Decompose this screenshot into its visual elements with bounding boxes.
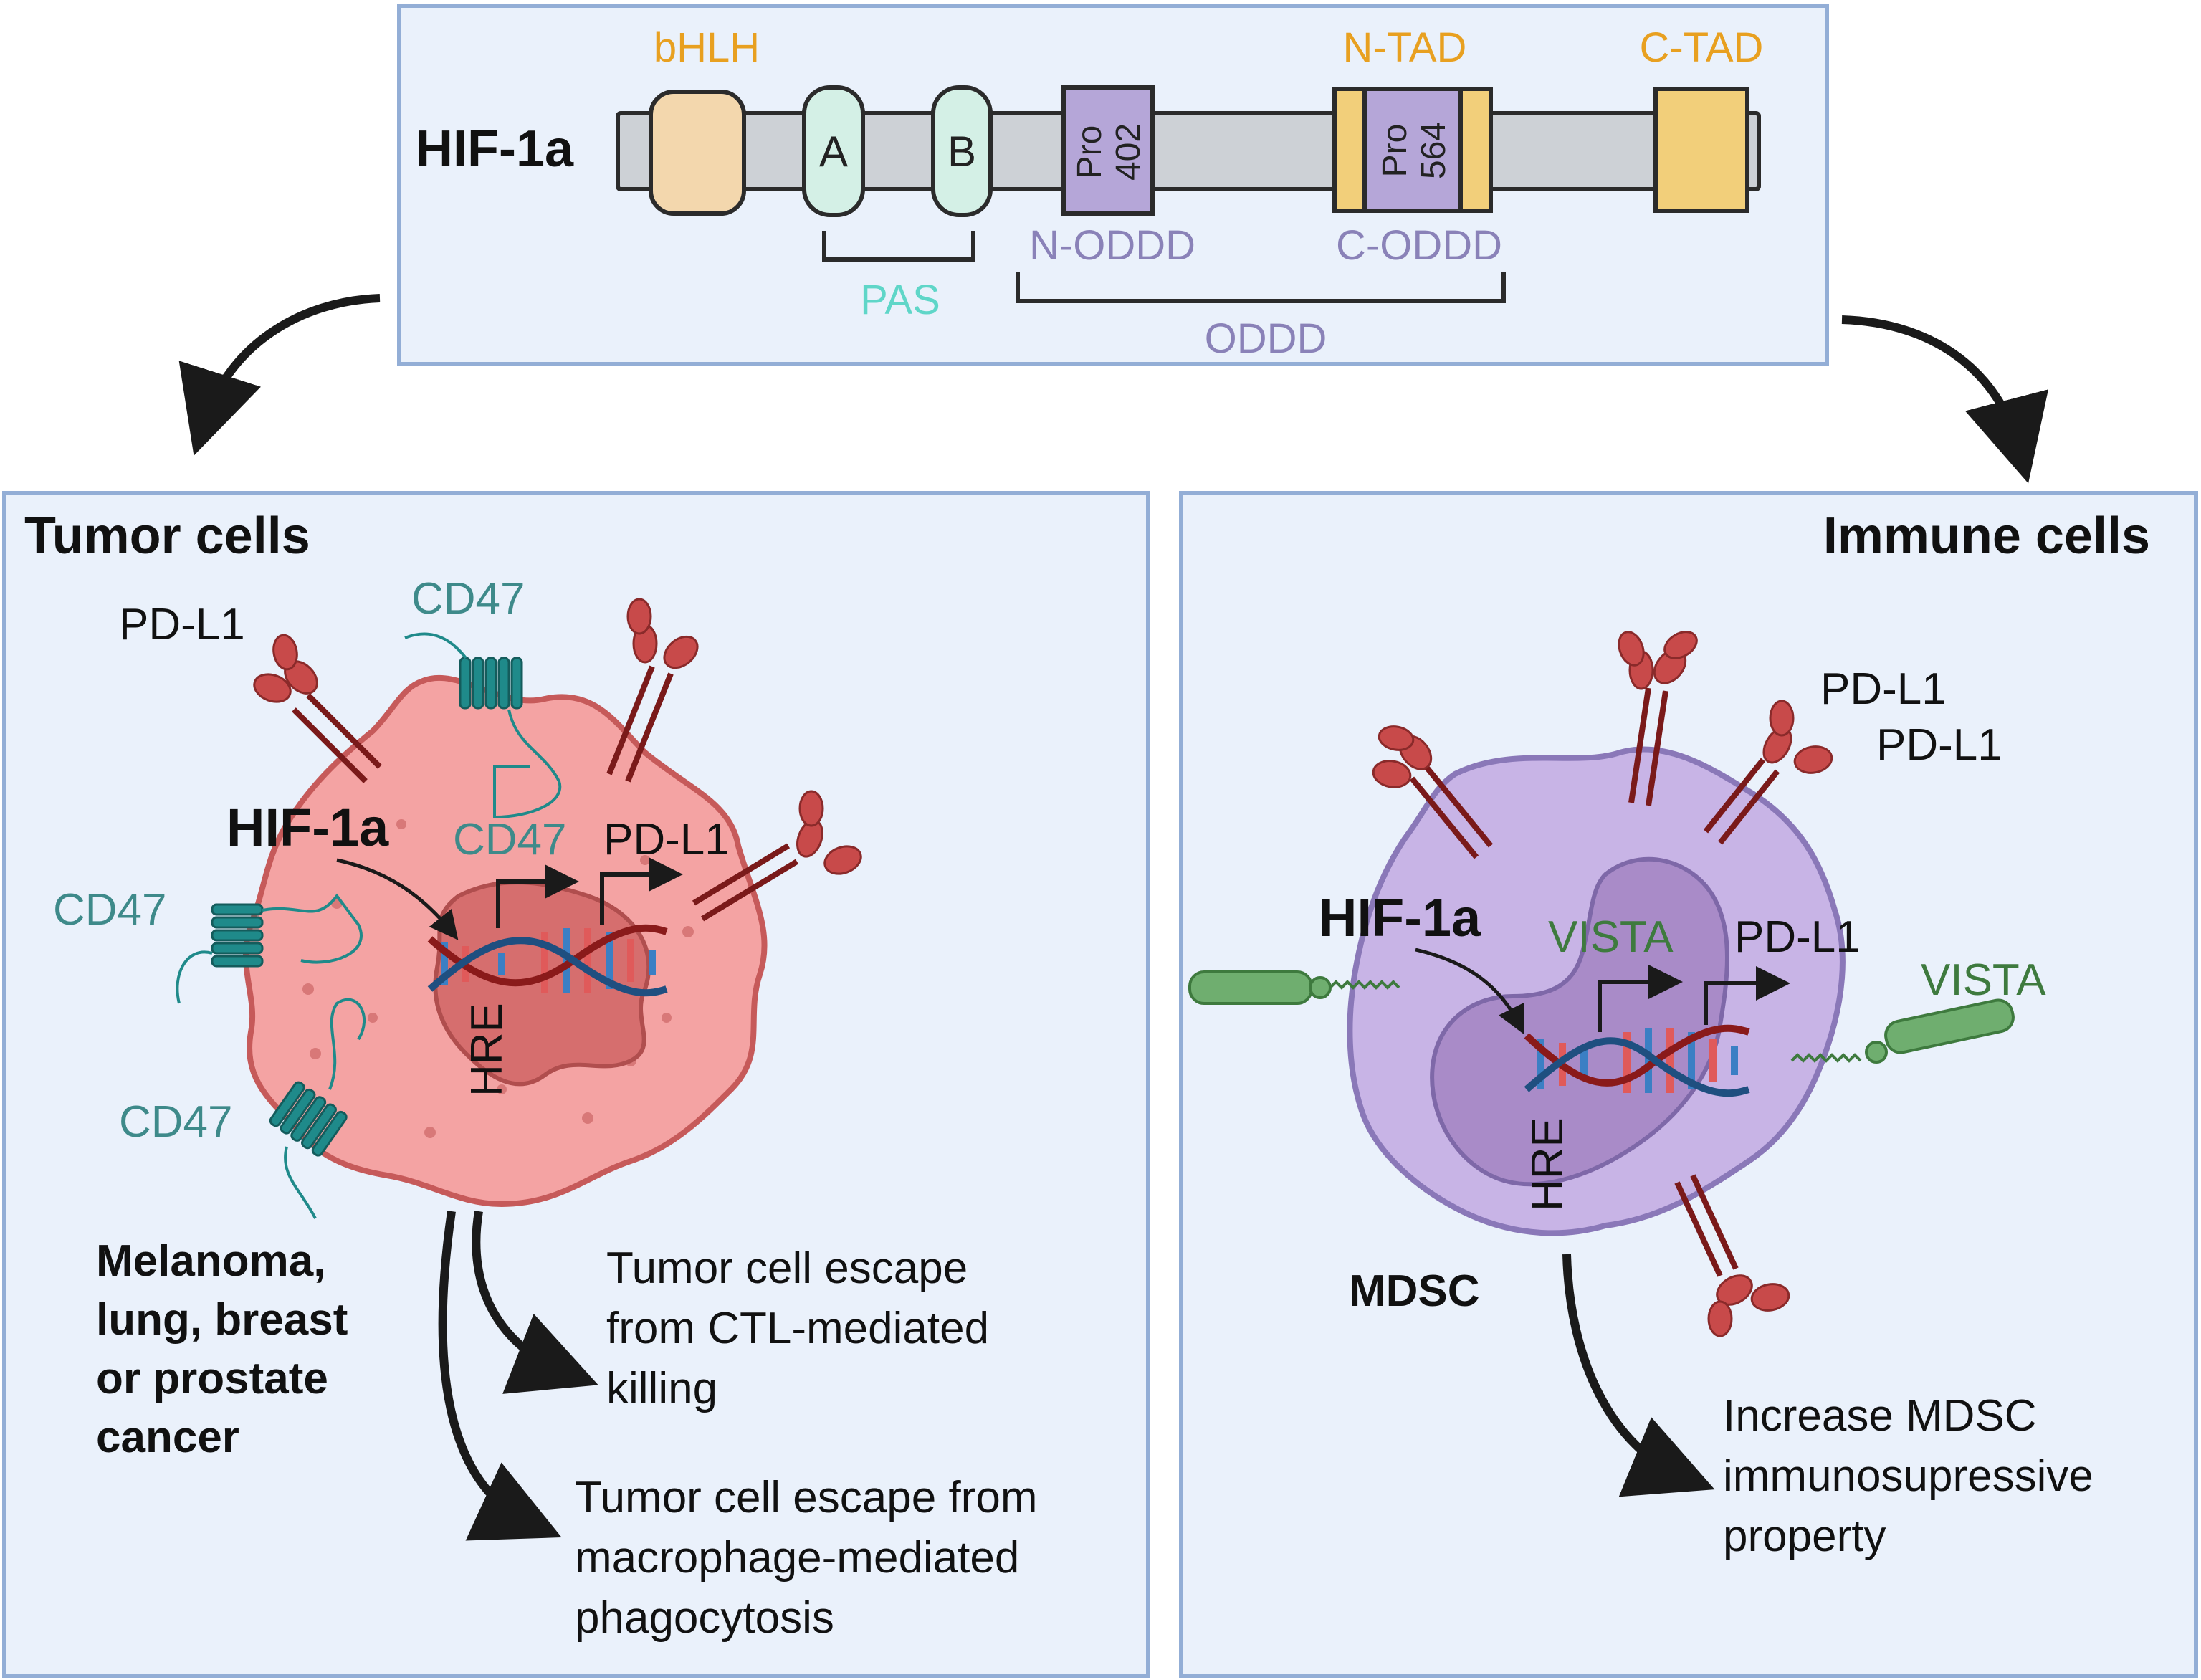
oddd-bracket: [1016, 272, 1506, 303]
cancer-type-line: Melanoma,: [96, 1236, 325, 1286]
c-oddd-label: C-ODDD: [1336, 222, 1502, 269]
outcome-line: from CTL-mediated: [606, 1304, 989, 1353]
domain-pas-a: A: [802, 85, 865, 217]
mdsc-outcome-arrow: [1562, 1254, 1715, 1497]
tumor-cd47-bottom: [269, 998, 366, 1219]
arrow-to-tumor: [178, 294, 381, 456]
pas-b-label: B: [947, 128, 976, 176]
vista-label: VISTA: [1921, 955, 2046, 1005]
arrow-to-immune: [1841, 315, 2048, 484]
domain-bhlh: bHLH: [649, 24, 760, 216]
tumor-panel-title: Tumor cells: [24, 507, 310, 565]
immune-panel: Immune cells HIF-1a HRE: [1179, 491, 2198, 1678]
immune-panel-title: Immune cells: [1823, 507, 2150, 565]
domain-panel: HIF-1a bHLH A B Pro 402 Pro 564: [397, 4, 1829, 366]
outcome-line: property: [1723, 1512, 1886, 1561]
outcome-line: killing: [606, 1364, 717, 1413]
pas-bracket: [822, 231, 975, 262]
tumor-gene-pdl1: PD-L1: [603, 815, 730, 864]
vista-receptor-right: [1790, 998, 2015, 1064]
mdsc-outcome-text: Increase MDSC immunosupressive property: [1723, 1391, 2093, 1561]
pro564-line1: Pro: [1376, 124, 1414, 178]
pro564-line2: 564: [1415, 122, 1453, 179]
vista-receptor-left: [1188, 970, 1400, 1005]
tumor-cd47-left: [176, 893, 363, 1004]
mdsc-pdl1-label-a: PD-L1: [1820, 664, 1947, 714]
pro402-line1: Pro: [1071, 125, 1109, 179]
phagocytosis-escape-text: Tumor cell escape from macrophage-mediat…: [575, 1473, 1037, 1643]
domain-ctad: C-TAD: [1640, 24, 1764, 213]
immune-hif-label: HIF-1a: [1319, 888, 1481, 948]
mdsc-nucleus: [1430, 856, 1729, 1187]
domain-ntad: Pro 564 N-TAD: [1332, 24, 1493, 213]
pas-label: PAS: [860, 277, 940, 323]
mdsc-pdl1-receptor-4: [1674, 1174, 1790, 1337]
tumor-cd47-top: [404, 632, 562, 819]
tumor-cd47-gene-arrow: [496, 864, 579, 928]
tumor-cd47-left-label: CD47: [53, 885, 167, 935]
phagocytosis-escape-arrow: [438, 1211, 562, 1541]
tumor-cd47-bottom-label: CD47: [119, 1097, 233, 1147]
tumor-pdl1-receptor-3: [692, 790, 862, 922]
tumor-pdl1-label: PD-L1: [119, 600, 245, 649]
outcome-line: Tumor cell escape: [606, 1244, 968, 1293]
tumor-pdl1-gene-arrow: [600, 857, 683, 925]
outcome-line: phagocytosis: [575, 1593, 834, 1643]
immune-gene-pdl1: PD-L1: [1734, 912, 1861, 962]
immune-pdl1-gene-arrow: [1704, 966, 1790, 1025]
tumor-cd47-top-label: CD47: [411, 574, 525, 624]
cancer-type-line: cancer: [96, 1413, 239, 1462]
outcome-line: Tumor cell escape from: [575, 1473, 1037, 1522]
domain-pro402: Pro 402: [1061, 85, 1155, 216]
domain-pas-b: B: [931, 85, 993, 217]
n-oddd-label: N-ODDD: [1029, 222, 1195, 269]
cancer-type-line: lung, breast: [96, 1295, 348, 1345]
tumor-hif-arrow: [336, 858, 459, 940]
immune-vista-gene-arrow: [1598, 965, 1683, 1032]
pas-a-label: A: [819, 128, 848, 176]
mdsc-pdl1-receptor-1: [1372, 725, 1494, 859]
mdsc-pdl1-receptor-3: [1703, 700, 1833, 845]
immune-gene-vista: VISTA: [1548, 912, 1674, 962]
immune-hre-label: HRE: [1523, 1117, 1572, 1211]
tumor-pdl1-receptor-1: [253, 634, 382, 783]
outcome-line: immunosupressive: [1723, 1451, 2093, 1501]
ctad-label: C-TAD: [1640, 24, 1764, 71]
oddd-label: ODDD: [1205, 315, 1327, 362]
tumor-dna: [427, 924, 668, 997]
tumor-hre-label: HRE: [462, 1003, 512, 1097]
cancer-type-line: or prostate: [96, 1354, 328, 1403]
immune-hif-arrow: [1415, 948, 1524, 1035]
tumor-panel: Tumor cells: [2, 491, 1150, 1678]
ctl-escape-arrow: [472, 1211, 598, 1394]
outcome-line: macrophage-mediated: [575, 1533, 1019, 1583]
immune-dna: [1524, 1024, 1750, 1097]
protein-name: HIF-1a: [416, 120, 574, 178]
tumor-hif-label: HIF-1a: [226, 798, 389, 857]
cancer-types: Melanoma, lung, breast or prostate cance…: [96, 1236, 348, 1462]
mdsc-pdl1-label-b: PD-L1: [1876, 720, 2002, 770]
ntad-label: N-TAD: [1343, 24, 1467, 71]
protein-backbone: [616, 111, 1761, 191]
mdsc-pdl1-receptor-2: [1618, 631, 1698, 806]
ctl-escape-text: Tumor cell escape from CTL-mediated kill…: [606, 1244, 989, 1413]
outcome-line: Increase MDSC: [1723, 1391, 2037, 1441]
tumor-gene-cd47: CD47: [453, 815, 567, 864]
bhlh-label: bHLH: [654, 24, 760, 71]
tumor-pdl1-receptor-2: [606, 598, 699, 783]
pro402-line2: 402: [1109, 123, 1147, 181]
mdsc-label: MDSC: [1349, 1266, 1480, 1316]
